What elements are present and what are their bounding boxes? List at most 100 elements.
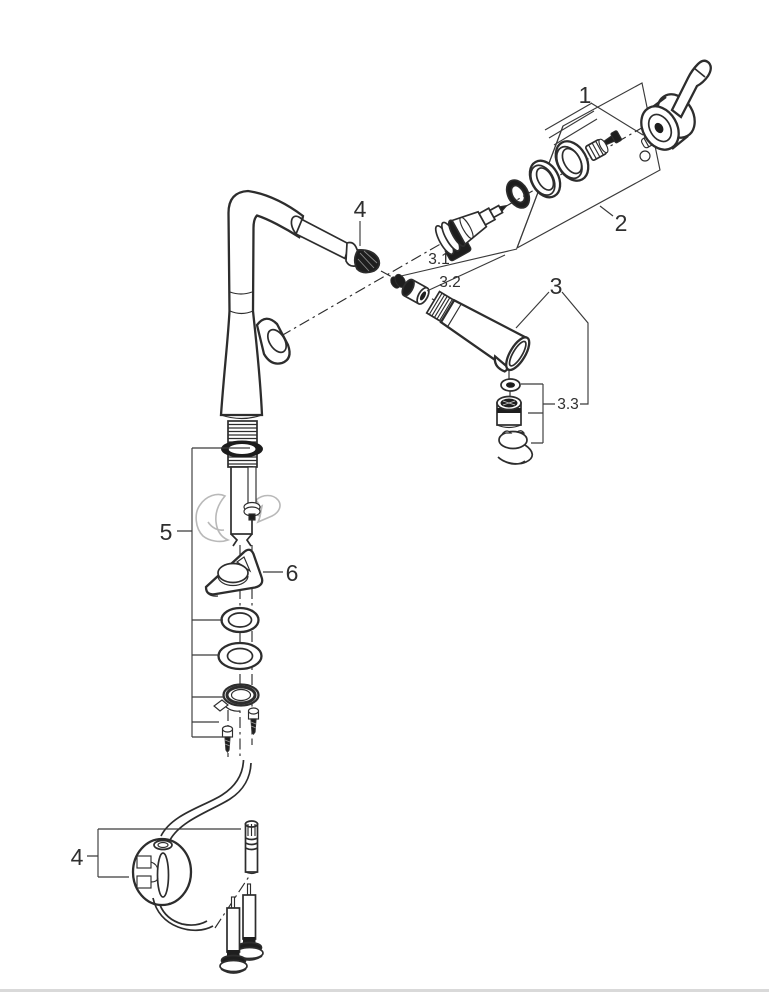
deck-detail-1 <box>207 521 225 531</box>
group-boxes <box>515 82 661 250</box>
supply-hose-left <box>219 896 248 974</box>
weight-clamp-links <box>150 861 159 883</box>
weight-clamp-bottom <box>136 875 152 889</box>
callout1-fan-lines <box>544 102 598 146</box>
weight-clamp-top <box>136 855 152 869</box>
spray-head-outlet-inner <box>508 340 527 367</box>
cartridge-body <box>450 210 488 246</box>
cartridge-stem-tip <box>498 204 509 213</box>
callout-3-1: 3.1 <box>428 251 450 268</box>
supply-hoses <box>219 883 264 974</box>
spout-coupling-part <box>353 249 381 274</box>
spray-head-thread-lines <box>428 292 453 321</box>
detent-ball <box>639 150 651 162</box>
knurled-nut-ribs <box>588 140 604 160</box>
deck-left-outline <box>195 493 231 543</box>
handle-cap-ring <box>647 113 673 143</box>
callout-1: 1 <box>579 82 592 108</box>
mounting-ring <box>213 683 260 712</box>
mounting-ring-hook <box>225 706 241 712</box>
screw-head <box>610 130 622 144</box>
mousseur-band <box>497 408 521 413</box>
body-seam-1 <box>229 310 254 315</box>
callout31-leader <box>400 248 518 277</box>
callout2-leader <box>599 205 614 217</box>
callout3-leader-left <box>515 291 550 329</box>
callout-4-bottom: 4 <box>71 844 84 870</box>
handle-boss-face <box>266 328 288 354</box>
spray-head-seam <box>447 303 462 327</box>
callout-3-3: 3.3 <box>557 396 579 413</box>
mousseur-mesh-lines <box>502 400 516 406</box>
callout3-leader-right <box>561 291 589 405</box>
callout33-bracket <box>521 383 555 444</box>
screw-right <box>247 707 260 735</box>
callout-4-top: 4 <box>354 196 367 222</box>
dome-ring-mid <box>529 164 556 196</box>
key-prongs <box>501 430 526 434</box>
stud-tip <box>248 513 256 521</box>
hose-left-nut-2 <box>219 959 248 973</box>
spray-adapter-hole <box>419 291 427 301</box>
weight-top-hole <box>153 839 173 851</box>
hose-left-pin <box>230 896 236 909</box>
plate-apex-detail <box>236 556 252 573</box>
dome-ring <box>528 159 562 199</box>
coupling-knurl-texture <box>357 250 378 272</box>
handle-assembly <box>640 59 712 151</box>
mousseur-washer-hole <box>506 382 515 388</box>
plate-thickness <box>205 589 219 597</box>
hose-upper-outer <box>160 759 245 837</box>
screw-left-head-top <box>221 725 234 733</box>
washer-2-outer <box>217 641 263 671</box>
spray-seal <box>390 273 406 289</box>
mousseur-kit <box>496 378 534 465</box>
mousseur-key <box>497 430 534 465</box>
spray-adapter-knurl <box>401 278 415 297</box>
spout-tube <box>294 218 351 260</box>
lever-tip-seam <box>693 67 706 78</box>
handle-screw <box>603 130 622 146</box>
body-bottom-seam <box>220 414 263 420</box>
screw-left <box>221 725 234 753</box>
mounting-hardware <box>204 548 264 753</box>
hose-upper-inner <box>169 762 252 841</box>
spout-outline <box>219 189 305 417</box>
callout32-leader <box>426 254 506 292</box>
hose-right-pin <box>246 883 252 896</box>
hose-lower-outer <box>152 897 214 932</box>
shank-group <box>221 420 263 547</box>
hose-left-shaft <box>226 907 241 953</box>
o-ring <box>221 440 263 458</box>
callout-6: 6 <box>286 560 299 586</box>
weight-top-hole-inner <box>157 841 169 849</box>
stabilising-plate <box>204 548 264 597</box>
tube-break <box>230 533 253 547</box>
handle-cap-hole <box>654 122 664 134</box>
hose-weight <box>131 837 193 907</box>
fixing-screws <box>221 707 260 753</box>
trim-rings <box>505 130 658 209</box>
trim-ring <box>554 140 590 182</box>
key-tail <box>497 444 534 465</box>
page-divider <box>0 989 769 992</box>
mousseur <box>496 395 522 429</box>
supply-hose-right <box>235 883 264 961</box>
callout4-bottom-bracket <box>87 828 241 878</box>
spray-adapter <box>401 278 430 305</box>
faucet-body <box>219 189 381 420</box>
hose-connector <box>244 820 259 875</box>
spray-head-lip <box>493 354 511 373</box>
cartridge <box>434 204 509 262</box>
mounting-ring-inner <box>230 688 252 702</box>
spray-head-group <box>390 273 534 465</box>
washer-1-inner <box>227 612 253 628</box>
explosion-axes <box>214 121 653 929</box>
callout-5: 5 <box>160 519 173 545</box>
plate-hole <box>217 562 249 584</box>
seal-ring-shape <box>505 179 531 209</box>
washers <box>217 606 263 671</box>
callout-3-2: 3.2 <box>439 274 461 291</box>
